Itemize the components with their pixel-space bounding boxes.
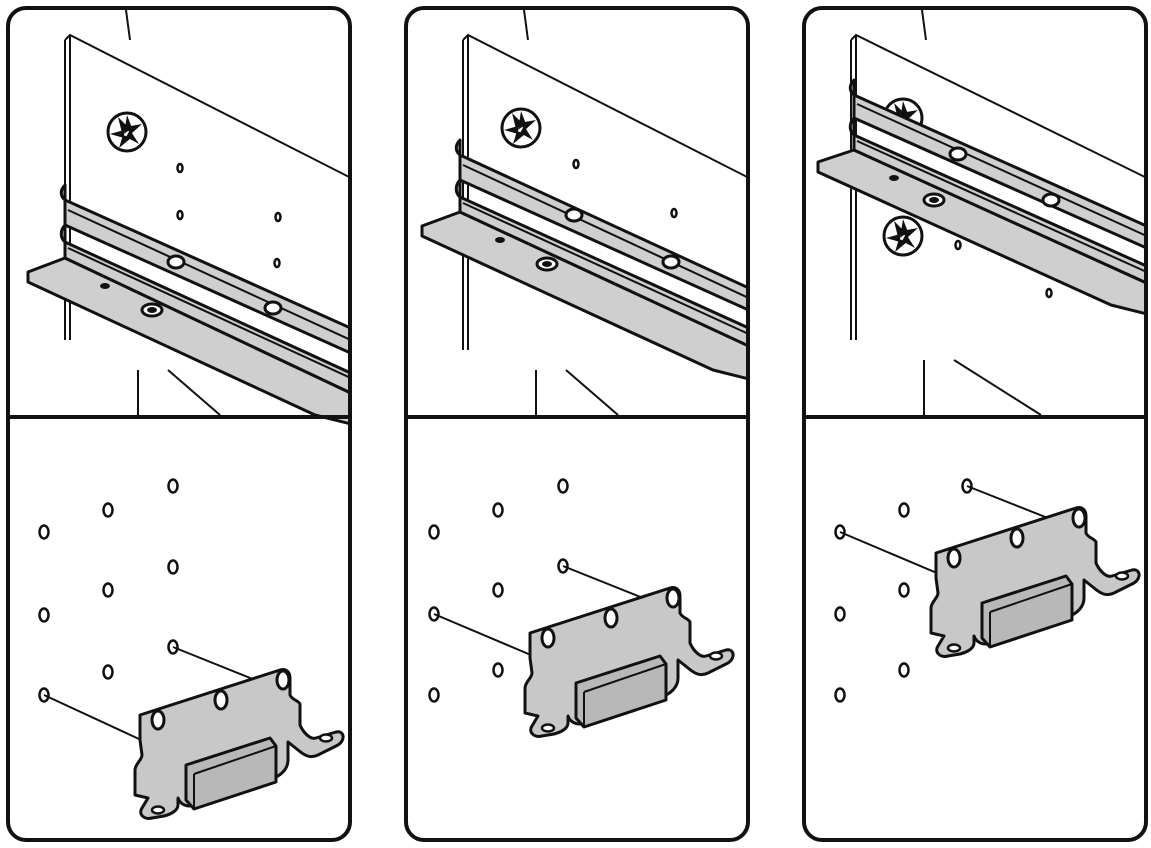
wall-holes xyxy=(954,239,1053,299)
screw-slot-icon xyxy=(948,146,1061,208)
step-panel-3 xyxy=(802,6,1148,842)
step-2-illustration xyxy=(408,10,746,738)
step-3-illustration xyxy=(806,10,1144,703)
mounting-hole-grid xyxy=(428,478,569,703)
mounting-rail xyxy=(420,138,746,380)
step-panel-1 xyxy=(6,6,352,842)
mounting-hole-grid xyxy=(38,478,179,703)
wall-bracket xyxy=(133,667,345,820)
fan-vent-icon xyxy=(106,111,148,153)
wall-panel xyxy=(462,10,746,416)
wall-bracket xyxy=(523,585,735,738)
wall-bracket xyxy=(929,505,1141,658)
screw-slot-icon xyxy=(166,254,283,316)
screw-slot-icon xyxy=(564,207,681,270)
wall-holes xyxy=(572,158,678,219)
fan-vent-icon xyxy=(500,107,542,149)
step-panel-2 xyxy=(404,6,750,842)
wall-holes xyxy=(176,162,282,269)
mounting-rail xyxy=(816,78,1144,315)
mounting-hole-grid xyxy=(834,478,973,703)
mounting-rail xyxy=(26,183,348,425)
step-1-illustration xyxy=(10,10,348,820)
fan-vent-icon xyxy=(882,215,924,257)
